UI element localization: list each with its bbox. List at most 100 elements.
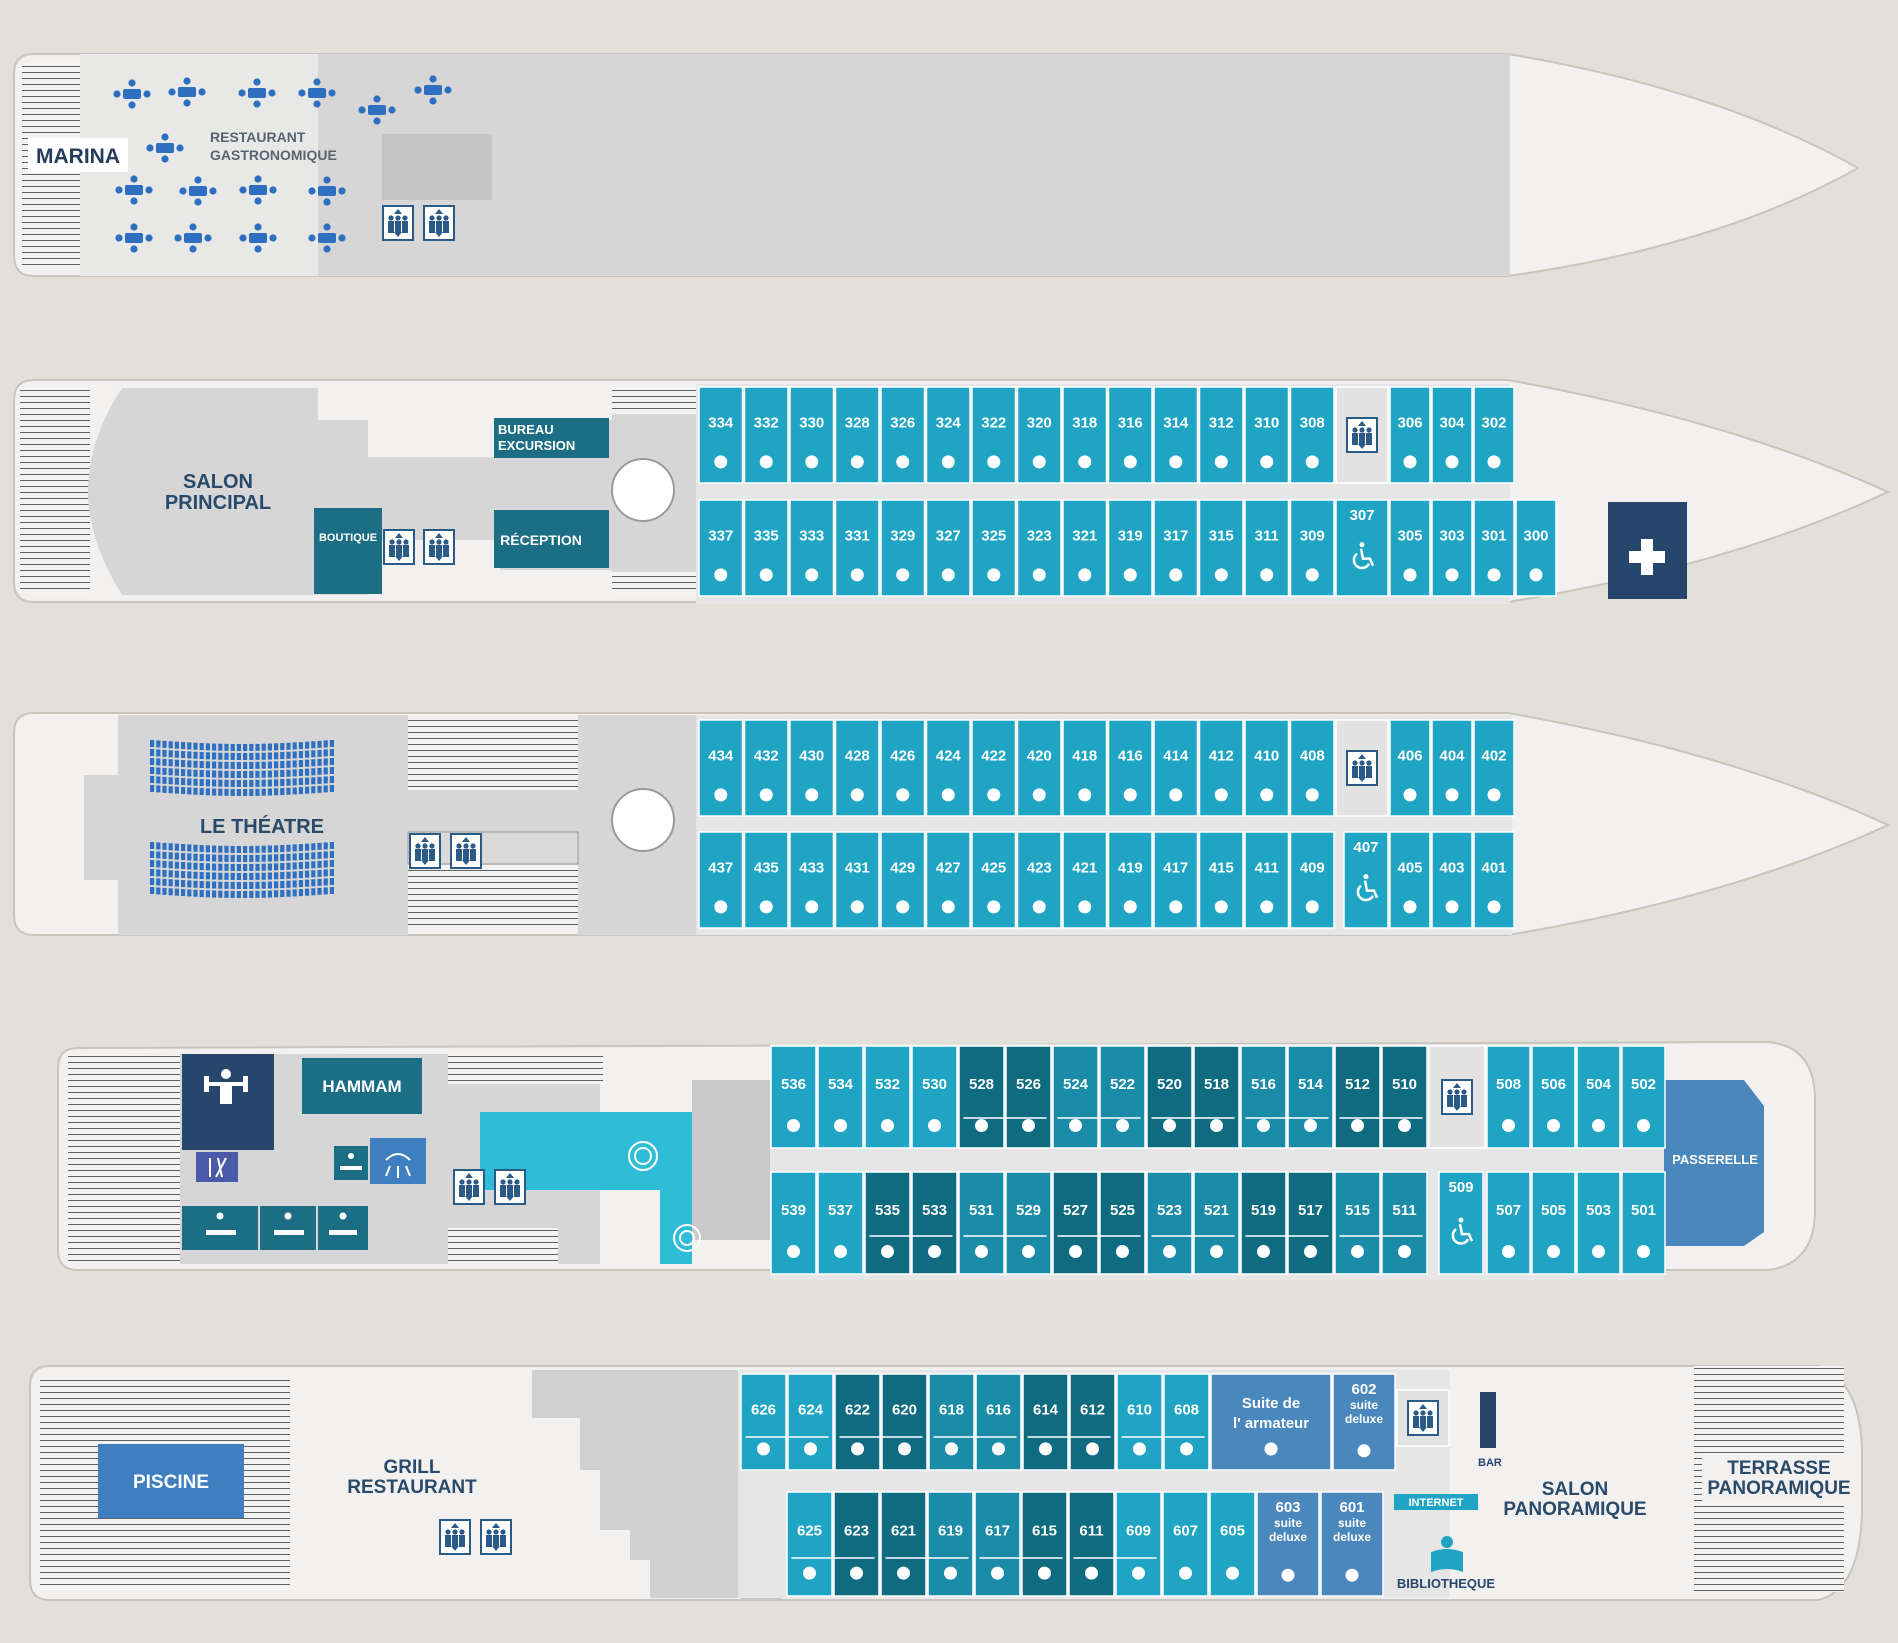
cabin-303[interactable]: 303 <box>1431 499 1473 597</box>
cabin-620[interactable]: 620 <box>881 1373 928 1471</box>
cabin-334[interactable]: 334 <box>698 386 744 484</box>
cabin-433[interactable]: 433 <box>789 831 835 929</box>
cabin-310[interactable]: 310 <box>1244 386 1290 484</box>
cabin-319[interactable]: 319 <box>1107 499 1153 597</box>
cabin-520[interactable]: 520 <box>1146 1045 1193 1149</box>
cabin-510[interactable]: 510 <box>1381 1045 1428 1149</box>
cabin-530[interactable]: 530 <box>911 1045 958 1149</box>
cabin-619[interactable]: 619 <box>927 1491 974 1597</box>
cabin-407[interactable]: 407 <box>1343 831 1389 929</box>
cabin-416[interactable]: 416 <box>1107 719 1153 817</box>
cabin-429[interactable]: 429 <box>880 831 926 929</box>
cabin-431[interactable]: 431 <box>834 831 880 929</box>
cabin-425[interactable]: 425 <box>971 831 1017 929</box>
cabin-617[interactable]: 617 <box>974 1491 1021 1597</box>
cabin-302[interactable]: 302 <box>1473 386 1515 484</box>
cabin-422[interactable]: 422 <box>971 719 1017 817</box>
cabin-534[interactable]: 534 <box>817 1045 864 1149</box>
cabin-509[interactable]: 509 <box>1438 1171 1484 1275</box>
cabin-333[interactable]: 333 <box>789 499 835 597</box>
cabin-615[interactable]: 615 <box>1021 1491 1068 1597</box>
cabin-337[interactable]: 337 <box>698 499 744 597</box>
cabin-405[interactable]: 405 <box>1389 831 1431 929</box>
cabin-434[interactable]: 434 <box>698 719 744 817</box>
cabin-524[interactable]: 524 <box>1052 1045 1099 1149</box>
cabin-511[interactable]: 511 <box>1381 1171 1428 1275</box>
cabin-506[interactable]: 506 <box>1531 1045 1576 1149</box>
cabin-316[interactable]: 316 <box>1107 386 1153 484</box>
cabin-501[interactable]: 501 <box>1621 1171 1666 1275</box>
cabin-532[interactable]: 532 <box>864 1045 911 1149</box>
cabin-607[interactable]: 607 <box>1162 1491 1209 1597</box>
cabin-612[interactable]: 612 <box>1069 1373 1116 1471</box>
cabin-324[interactable]: 324 <box>925 386 971 484</box>
cabin-409[interactable]: 409 <box>1289 831 1335 929</box>
cabin-308[interactable]: 308 <box>1289 386 1335 484</box>
cabin-519[interactable]: 519 <box>1240 1171 1287 1275</box>
cabin-402[interactable]: 402 <box>1473 719 1515 817</box>
cabin-516[interactable]: 516 <box>1240 1045 1287 1149</box>
cabin-335[interactable]: 335 <box>743 499 789 597</box>
cabin-616[interactable]: 616 <box>975 1373 1022 1471</box>
cabin-515[interactable]: 515 <box>1334 1171 1381 1275</box>
cabin-332[interactable]: 332 <box>743 386 789 484</box>
cabin-412[interactable]: 412 <box>1198 719 1244 817</box>
cabin-300[interactable]: 300 <box>1515 499 1557 597</box>
cabin-312[interactable]: 312 <box>1198 386 1244 484</box>
cabin-432[interactable]: 432 <box>743 719 789 817</box>
cabin-411[interactable]: 411 <box>1244 831 1290 929</box>
cabin-437[interactable]: 437 <box>698 831 744 929</box>
cabin-537[interactable]: 537 <box>817 1171 864 1275</box>
cabin-610[interactable]: 610 <box>1116 1373 1163 1471</box>
cabin-621[interactable]: 621 <box>880 1491 927 1597</box>
cabin-503[interactable]: 503 <box>1576 1171 1621 1275</box>
cabin-623[interactable]: 623 <box>833 1491 880 1597</box>
cabin-301[interactable]: 301 <box>1473 499 1515 597</box>
cabin-536[interactable]: 536 <box>770 1045 817 1149</box>
cabin-403[interactable]: 403 <box>1431 831 1473 929</box>
cabin-533[interactable]: 533 <box>911 1171 958 1275</box>
cabin-521[interactable]: 521 <box>1193 1171 1240 1275</box>
cabin-305[interactable]: 305 <box>1389 499 1431 597</box>
cabin-315[interactable]: 315 <box>1198 499 1244 597</box>
cabin-304[interactable]: 304 <box>1431 386 1473 484</box>
cabin-539[interactable]: 539 <box>770 1171 817 1275</box>
cabin-414[interactable]: 414 <box>1153 719 1199 817</box>
cabin-328[interactable]: 328 <box>834 386 880 484</box>
cabin-614[interactable]: 614 <box>1022 1373 1069 1471</box>
cabin-311[interactable]: 311 <box>1244 499 1290 597</box>
cabin-401[interactable]: 401 <box>1473 831 1515 929</box>
cabin-424[interactable]: 424 <box>925 719 971 817</box>
cabin-428[interactable]: 428 <box>834 719 880 817</box>
cabin-605[interactable]: 605 <box>1209 1491 1256 1597</box>
cabin-420[interactable]: 420 <box>1016 719 1062 817</box>
cabin-507[interactable]: 507 <box>1486 1171 1531 1275</box>
cabin-624[interactable]: 624 <box>787 1373 834 1471</box>
cabin-306[interactable]: 306 <box>1389 386 1431 484</box>
cabin-327[interactable]: 327 <box>925 499 971 597</box>
cabin-504[interactable]: 504 <box>1576 1045 1621 1149</box>
cabin-318[interactable]: 318 <box>1062 386 1108 484</box>
cabin-408[interactable]: 408 <box>1289 719 1335 817</box>
cabin-325[interactable]: 325 <box>971 499 1017 597</box>
cabin-609[interactable]: 609 <box>1115 1491 1162 1597</box>
cabin-330[interactable]: 330 <box>789 386 835 484</box>
cabin-418[interactable]: 418 <box>1062 719 1108 817</box>
cabin-410[interactable]: 410 <box>1244 719 1290 817</box>
cabin-417[interactable]: 417 <box>1153 831 1199 929</box>
cabin-419[interactable]: 419 <box>1107 831 1153 929</box>
cabin-331[interactable]: 331 <box>834 499 880 597</box>
cabin-427[interactable]: 427 <box>925 831 971 929</box>
cabin-529[interactable]: 529 <box>1005 1171 1052 1275</box>
cabin-435[interactable]: 435 <box>743 831 789 929</box>
cabin-317[interactable]: 317 <box>1153 499 1199 597</box>
cabin-321[interactable]: 321 <box>1062 499 1108 597</box>
cabin-430[interactable]: 430 <box>789 719 835 817</box>
cabin-326[interactable]: 326 <box>880 386 926 484</box>
cabin-622[interactable]: 622 <box>834 1373 881 1471</box>
cabin-322[interactable]: 322 <box>971 386 1017 484</box>
cabin-611[interactable]: 611 <box>1068 1491 1115 1597</box>
